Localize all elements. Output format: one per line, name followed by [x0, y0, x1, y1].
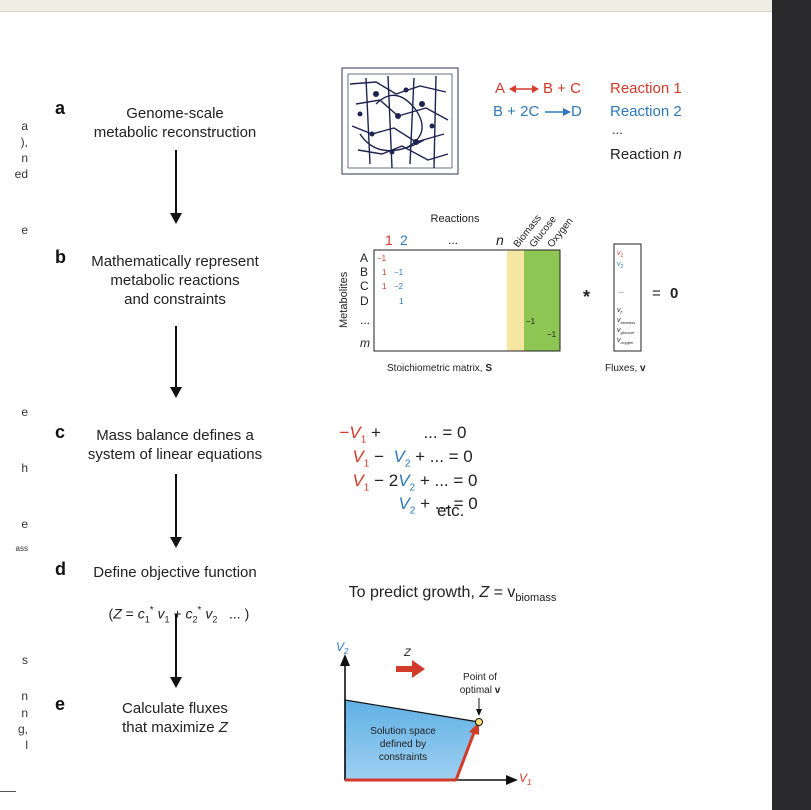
left-fragment: ed	[14, 167, 28, 181]
matrix-row-A: A	[360, 251, 368, 265]
equation-line-4: V2 + ... = 0	[398, 494, 478, 517]
matrix-cell-D2: 1	[399, 297, 404, 306]
step-d-text: Define objective function	[93, 564, 257, 581]
matrix-zero: 0	[670, 285, 678, 302]
step-a-text: Genome-scale metabolic reconstruction	[93, 105, 257, 141]
step-d-letter: d	[55, 559, 66, 579]
step-e-letter: e	[55, 694, 66, 714]
equation-line-2: V1 − V2 + ... = 0	[352, 447, 473, 470]
matrix-times: *	[583, 287, 590, 307]
objective-text: To predict growth, Z = vbiomass	[348, 584, 557, 605]
matrix-row-dots: ...	[360, 313, 370, 327]
reaction-2-left: B + 2C	[493, 103, 540, 120]
optimal-label-2: optimal v	[460, 685, 501, 696]
reaction-2-right: D	[571, 103, 582, 120]
matrix-col-dots: ...	[448, 233, 458, 247]
flux-vbiomass: vbiomass	[617, 317, 635, 325]
matrix-row-D: D	[360, 294, 369, 308]
left-fragment: a	[21, 119, 28, 133]
pointer-arrowhead	[476, 709, 482, 716]
matrix-header: Reactions	[431, 213, 480, 225]
optimal-path-arrowhead	[469, 722, 479, 735]
optimal-point	[475, 718, 483, 726]
stoichiometric-matrix: Reactions 1 2 ... n Biomass Glucose Oxyg…	[338, 213, 678, 374]
left-fragment: n	[21, 706, 28, 720]
left-fragment: e	[21, 405, 28, 419]
matrix-col-1: 1	[385, 232, 393, 248]
equation-line-1: −V1 + ... = 0	[339, 423, 467, 446]
matrix-side-label: Metabolites	[338, 271, 350, 328]
left-fragment: e	[21, 517, 28, 531]
matrix-cell-glucose: −1	[526, 317, 536, 326]
matrix-cell-A1: −1	[377, 254, 387, 263]
z-direction-arrow	[396, 660, 425, 678]
reaction-label-2: Reaction 2	[610, 103, 682, 120]
metabolic-network-icon	[341, 67, 459, 175]
arrow-b-c	[170, 326, 182, 398]
y-axis-arrowhead	[340, 654, 350, 666]
matrix-cell-C2: −2	[394, 282, 404, 291]
flux-caption: Fluxes, v	[605, 363, 646, 374]
flux-v1: v1	[617, 250, 624, 259]
right-scroll-panel[interactable]	[772, 0, 811, 810]
forward-arrow	[545, 108, 571, 116]
matrix-cell-B2: −1	[394, 268, 404, 277]
optimal-label-1: Point of	[463, 672, 497, 683]
step-c-text: Mass balance defines a system of linear …	[87, 427, 263, 463]
reaction-label-n: Reaction n	[610, 146, 682, 163]
arrow-c-d	[170, 474, 182, 548]
matrix-row-m: m	[360, 336, 370, 350]
equation-line-3: V1 − 2V2 + ... = 0	[352, 471, 478, 494]
matrix-col-n: n	[496, 232, 504, 248]
footnote-rule	[0, 791, 16, 792]
region-label-2: defined by	[380, 739, 426, 750]
matrix-cell-oxygen: −1	[547, 330, 557, 339]
reversible-arrow	[509, 85, 539, 93]
left-fragment: e	[21, 223, 28, 237]
top-toolbar-strip	[0, 0, 772, 12]
reaction-label-dots: ...	[612, 122, 623, 137]
arrow-d-e	[170, 614, 182, 688]
reaction-1-right: B + C	[543, 80, 581, 97]
left-fragment: ),	[20, 135, 28, 149]
solution-space-graph: Z V2 V1 Point of optimal v Solution spac…	[336, 640, 531, 787]
region-label-3: constraints	[379, 752, 427, 763]
matrix-cell-B1: 1	[382, 268, 387, 277]
left-fragment: l	[25, 738, 28, 752]
y-axis-label: V2	[336, 640, 349, 656]
flux-dots: ...	[618, 288, 624, 295]
equation-etc: etc.	[437, 501, 465, 520]
step-b-text: Mathematically represent metabolic react…	[91, 253, 259, 308]
left-fragment: s	[22, 653, 28, 667]
matrix-caption: Stoichiometric matrix, S	[387, 363, 492, 374]
left-fragment: n	[21, 689, 28, 703]
matrix-cell-C1: 1	[382, 282, 387, 291]
reaction-label-1: Reaction 1	[610, 80, 682, 97]
x-axis-label: V1	[519, 771, 531, 787]
arrow-a-b	[170, 150, 182, 224]
matrix-row-B: B	[360, 265, 368, 279]
flux-voxygen: voxygen	[617, 337, 634, 345]
left-fragment: ass	[15, 544, 28, 553]
reaction-1-left: A	[495, 80, 506, 97]
flux-v2: v2	[617, 261, 624, 270]
matrix-equals: =	[652, 285, 661, 302]
flux-vr: vr	[617, 307, 623, 316]
step-a-letter: a	[55, 98, 66, 118]
left-fragment: g,	[17, 722, 28, 736]
left-fragment: n	[21, 151, 28, 165]
step-d-formula: (Z = c1* v1 + c2* v2 ... )	[108, 605, 250, 625]
step-b-letter: b	[55, 247, 66, 267]
step-e-text: Calculate fluxes that maximize Z	[122, 700, 228, 736]
matrix-col-2: 2	[400, 232, 408, 248]
step-c-letter: c	[55, 422, 66, 442]
region-label-1: Solution space	[370, 726, 436, 737]
flux-vglucose: vglucose	[617, 327, 635, 335]
z-label: Z	[403, 647, 412, 659]
matrix-row-C: C	[360, 279, 369, 293]
x-axis-arrowhead	[506, 775, 518, 785]
left-fragment: h	[21, 461, 28, 475]
